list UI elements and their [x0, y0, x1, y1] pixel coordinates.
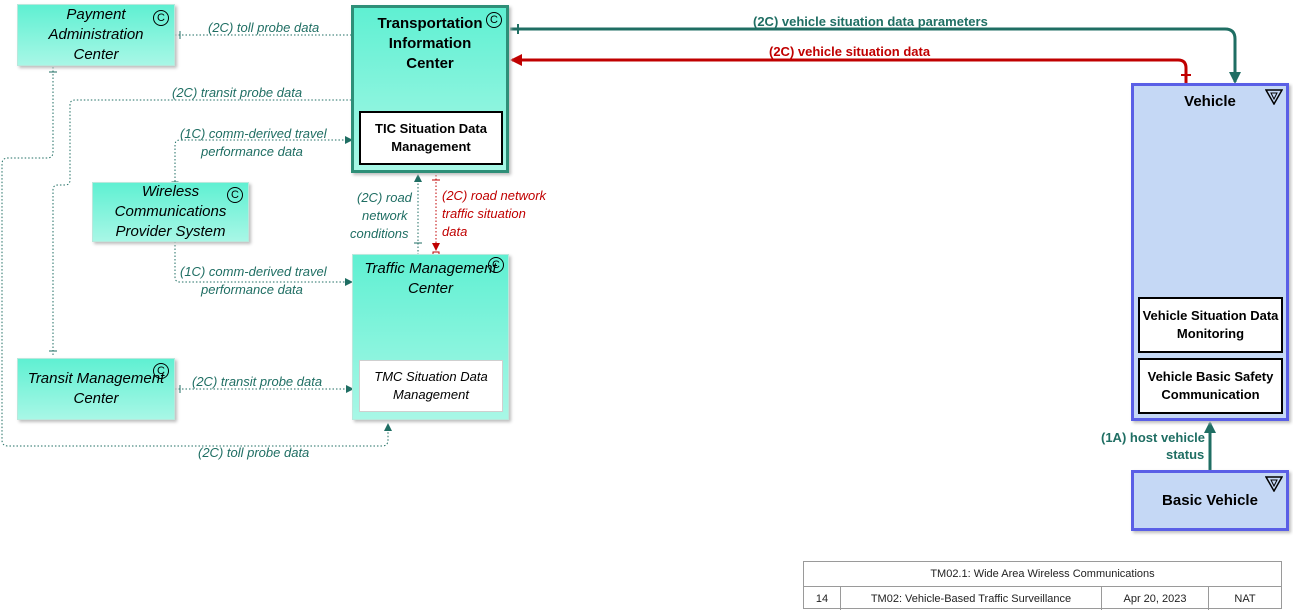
center-type-badge-icon: C: [153, 363, 169, 379]
flow-label-road-network-conditions-1: (2C) road: [357, 190, 412, 205]
transportation-information-center[interactable]: Transportation Information Center C TIC …: [351, 5, 509, 173]
flow-label-host-vehicle-status-1: (1A) host vehicle: [1101, 430, 1206, 445]
vehicle-label: Vehicle: [1184, 93, 1236, 110]
flow-label-comm-derived-bottom-1: (1C) comm-derived travel: [180, 264, 327, 279]
flow-transit-probe-top: [52, 99, 355, 355]
flow-vehicle-situation-params: [510, 27, 1241, 84]
title-block-scope: NAT: [1234, 592, 1256, 605]
flow-label-road-traffic-situation-1: (2C) road network: [442, 188, 547, 203]
tic-situation-data-management[interactable]: TIC Situation Data Management: [359, 111, 503, 165]
center-type-badge-icon: C: [488, 257, 504, 273]
flow-label-toll-probe-bottom: (2C) toll probe data: [198, 445, 310, 460]
flow-label-road-network-conditions-3: conditions: [350, 226, 409, 241]
flow-toll-probe-bottom: [1, 67, 392, 447]
transit-management-center[interactable]: Transit Management Center C: [17, 358, 175, 420]
payment-administration-center[interactable]: Payment Administration Center C: [17, 4, 175, 66]
wireless-communications-provider-label: Wireless Communications Provider System: [114, 183, 227, 240]
flow-label-vehicle-situation-data: (2C) vehicle situation data: [769, 44, 931, 59]
flow-label-comm-derived-top-1: (1C) comm-derived travel: [180, 126, 327, 141]
transportation-information-center-label: Transportation Information Center: [377, 15, 483, 72]
title-block-package: TM02: Vehicle-Based Traffic Surveillance: [841, 587, 1102, 610]
flow-label-comm-derived-top-2: performance data: [201, 144, 303, 159]
title-block-date: Apr 20, 2023: [1102, 587, 1209, 610]
flow-label-comm-derived-bottom-2: performance data: [201, 282, 303, 297]
flow-label-transit-probe-bottom: (2C) transit probe data: [192, 374, 323, 389]
vehicle-situation-data-monitoring[interactable]: Vehicle Situation Data Monitoring: [1138, 297, 1283, 353]
flow-label-transit-probe-top: (2C) transit probe data: [172, 85, 303, 100]
transit-management-center-label: Transit Management Center: [27, 370, 165, 407]
flow-label-toll-probe-top: (2C) toll probe data: [208, 20, 320, 35]
title-block-heading: TM02.1: Wide Area Wireless Communication…: [804, 562, 1281, 587]
vehicle-basic-safety-communication[interactable]: Vehicle Basic Safety Communication: [1138, 358, 1283, 414]
basic-vehicle[interactable]: Basic Vehicle: [1131, 470, 1289, 531]
vehicle-type-triangle-icon: [1265, 89, 1283, 105]
vehicle-type-triangle-icon: [1265, 476, 1283, 492]
title-block-number: 14: [804, 587, 841, 610]
flow-label-road-traffic-situation-2: traffic situation: [442, 206, 526, 221]
flow-comm-derived-bottom: [174, 238, 353, 286]
traffic-management-center[interactable]: Traffic Management Center C TMC Situatio…: [352, 254, 509, 420]
flow-label-vehicle-situation-params: (2C) vehicle situation data parameters: [753, 14, 988, 29]
center-type-badge-icon: C: [153, 10, 169, 26]
traffic-management-center-label: Traffic Management Center: [364, 260, 497, 297]
flow-vehicle-situation-data: [510, 54, 1188, 85]
flow-label-road-network-conditions-2: network: [362, 208, 408, 223]
flow-label-host-vehicle-status-2: status: [1166, 447, 1205, 462]
diagram-title-block: TM02.1: Wide Area Wireless Communication…: [803, 561, 1282, 610]
basic-vehicle-label: Basic Vehicle: [1162, 491, 1258, 509]
wireless-communications-provider-system[interactable]: Wireless Communications Provider System …: [92, 182, 249, 242]
payment-administration-center-label: Payment Administration Center: [48, 6, 144, 63]
center-type-badge-icon: C: [486, 12, 502, 28]
vehicle[interactable]: Vehicle Vehicle Situation Data Monitorin…: [1131, 83, 1289, 421]
flow-label-road-traffic-situation-3: data: [442, 224, 468, 239]
center-type-badge-icon: C: [227, 187, 243, 203]
tmc-situation-data-management[interactable]: TMC Situation Data Management: [359, 360, 503, 412]
